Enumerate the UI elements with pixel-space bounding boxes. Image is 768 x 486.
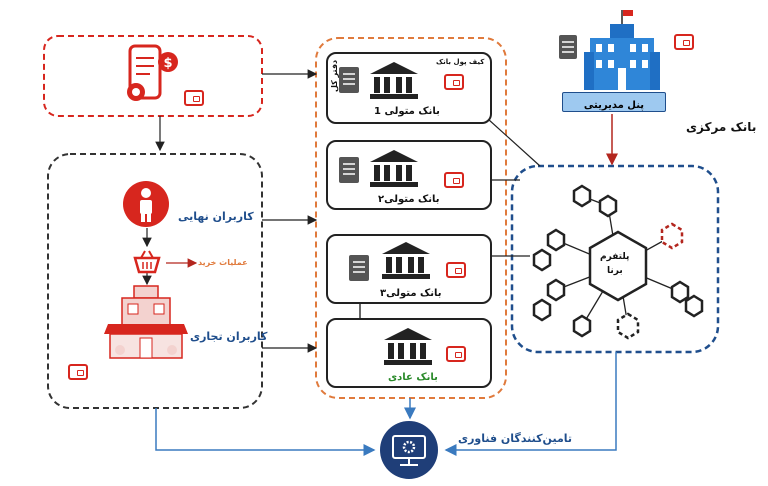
platform-label-line2: برنا (607, 266, 623, 276)
regular-bank-label: بانک عادی (388, 372, 438, 383)
svg-text:$: $ (163, 56, 172, 71)
wallet-icon (68, 364, 88, 380)
storefront-icon (100, 284, 192, 360)
central-bank-ledger-icon (558, 34, 578, 60)
platform-label-line1: پلتفرم (600, 252, 630, 262)
wallet-icon (446, 262, 466, 278)
ledger-icon (339, 67, 359, 93)
admin-panel-label: پنل مدیریتی (583, 100, 645, 111)
regular-bank-box: بانک عادی (326, 318, 492, 388)
bank-building-icon (384, 328, 432, 365)
wallet-icon (444, 172, 464, 188)
bank-building-icon (382, 242, 430, 279)
central-bank-building-icon (580, 8, 664, 92)
main-office-label: دفتر کل (330, 59, 339, 92)
custodian-bank-2-label: بانک متولی۲ (378, 194, 440, 205)
merchants-label: کاربران تجاری (190, 330, 268, 343)
wallet-icon (674, 34, 694, 50)
technology-providers-label: تامین‌کنندگان فناوری (458, 432, 573, 445)
wallet-icon (446, 346, 466, 362)
custodian-bank-1-label: بانک متولی 1 (374, 106, 440, 117)
end-users-label: کاربران نهایی (178, 210, 254, 223)
ledger-icon (349, 255, 369, 281)
payment-phone-icon: $ (124, 44, 182, 108)
custodian-bank-1-box: دفتر کل کیف پول بانک بانک متولی 1 (326, 52, 492, 124)
technology-provider-icon (376, 420, 442, 480)
bank-wallet-label: کیف پول بانک (436, 58, 485, 66)
purchase-operation-label: عملیات خرید (198, 258, 248, 267)
custodian-bank-3-box: بانک متولی۳ (326, 234, 492, 304)
custodian-bank-2-box: بانک متولی۲ (326, 140, 492, 210)
shopping-basket-icon (133, 250, 161, 274)
end-user-icon (122, 180, 170, 228)
platform-network (532, 184, 704, 340)
bank-building-icon (370, 150, 418, 187)
bank-building-icon (370, 62, 418, 99)
wallet-icon (184, 90, 204, 106)
central-bank-label: بانک مرکزی (686, 120, 757, 134)
ledger-icon (339, 157, 359, 183)
custodian-bank-3-label: بانک متولی۳ (380, 288, 442, 299)
admin-panel-bar: پنل مدیریتی (562, 92, 666, 112)
wallet-icon (444, 74, 464, 90)
